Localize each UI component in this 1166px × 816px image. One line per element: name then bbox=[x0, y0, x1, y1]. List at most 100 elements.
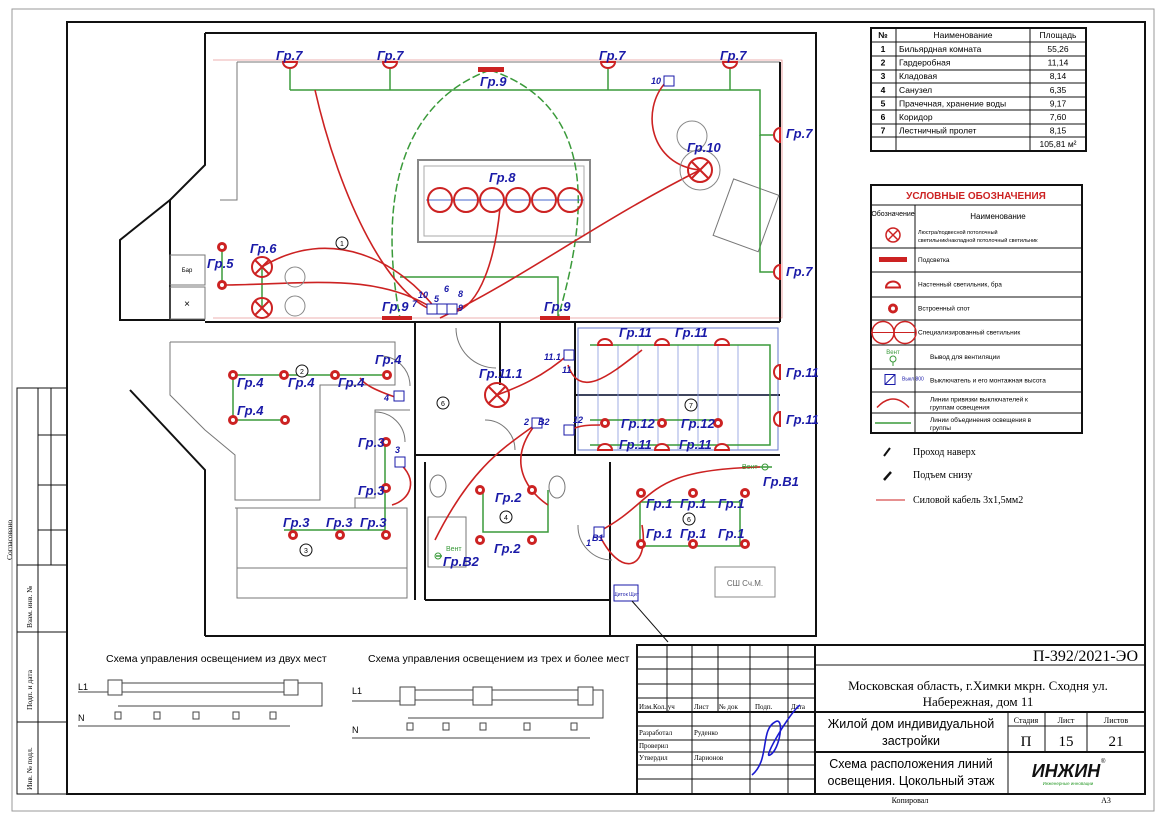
svg-text:3: 3 bbox=[304, 548, 308, 555]
legend-label: группам освещения bbox=[930, 405, 990, 412]
object-name: Жилой дом индивидуальной bbox=[828, 717, 994, 731]
signature bbox=[751, 704, 801, 776]
legend-label: Вывод для вентиляции bbox=[930, 354, 1000, 361]
switch-numbers: 10 10 7 5 6 8 9 11.1 11 4 3 2 В2 12 В1 1 bbox=[383, 76, 661, 548]
billiard-luminaires bbox=[426, 187, 584, 213]
legend-col-name: Наименование bbox=[970, 212, 1026, 221]
svg-text:№ док: № док bbox=[719, 703, 738, 711]
svg-text:12: 12 bbox=[573, 415, 583, 425]
svg-text:Гр.7: Гр.7 bbox=[276, 48, 303, 63]
svg-text:®: ® bbox=[1101, 758, 1106, 765]
doc-code: П-392/2021-ЭО bbox=[1033, 648, 1138, 665]
svg-text:N: N bbox=[352, 725, 359, 735]
svg-text:6: 6 bbox=[441, 401, 445, 408]
panel-label: Щиток Щит bbox=[613, 592, 640, 598]
svg-text:В2: В2 bbox=[538, 417, 550, 427]
boiler-label: СШ Сч.М. bbox=[727, 579, 763, 588]
legend: УСЛОВНЫЕ ОБОЗНАЧЕНИЯ Обозначение Наимено… bbox=[870, 184, 1083, 434]
sheets-value: 21 bbox=[1109, 734, 1124, 750]
svg-text:Гр.3: Гр.3 bbox=[360, 515, 387, 530]
area-no: 5 bbox=[881, 98, 886, 108]
svg-text:N: N bbox=[78, 713, 85, 723]
area-name: Санузел bbox=[899, 85, 932, 95]
rise-from-below-icon bbox=[883, 471, 892, 481]
svg-text:Гр.3: Гр.3 bbox=[283, 515, 310, 530]
legend-label: Линии привязки выключателей к bbox=[930, 396, 1028, 404]
svg-text:Гр.8: Гр.8 bbox=[489, 170, 516, 185]
ceiling-chandelier-icon bbox=[885, 227, 901, 243]
scheme-three-places: Схема управления освещением из трех и бо… bbox=[352, 653, 630, 739]
billiard-table bbox=[417, 159, 591, 243]
group-labels: Гр.7 Гр.7 Гр.7 Гр.7 Гр.7 Гр.7 Гр.9 Гр.8 … bbox=[207, 48, 819, 569]
svg-text:2: 2 bbox=[523, 417, 529, 427]
svg-text:Гр.11: Гр.11 bbox=[619, 437, 652, 452]
svg-text:Гр.1: Гр.1 bbox=[680, 496, 706, 511]
svg-text:1: 1 bbox=[340, 241, 344, 248]
svg-text:Гр.7: Гр.7 bbox=[786, 126, 813, 141]
toilet bbox=[429, 474, 447, 498]
svg-text:4: 4 bbox=[504, 515, 508, 522]
switch-link-arc-icon bbox=[876, 398, 910, 409]
group-lines bbox=[221, 62, 776, 557]
extra-legend-label: Силовой кабель 3х1,5мм2 bbox=[913, 495, 1023, 506]
svg-text:3: 3 bbox=[395, 445, 400, 455]
object-name: застройки bbox=[882, 734, 940, 748]
legend-title: УСЛОВНЫЕ ОБОЗНАЧЕНИЯ bbox=[906, 191, 1046, 202]
special-luminaire-icon bbox=[871, 320, 917, 345]
svg-text:6: 6 bbox=[444, 284, 450, 294]
vent-outlet-icon bbox=[434, 552, 442, 560]
pass-up-icon bbox=[883, 447, 891, 457]
svg-text:7: 7 bbox=[412, 299, 418, 309]
legend-label: Линии объединения освещения в bbox=[930, 416, 1032, 424]
area-no: 3 bbox=[881, 71, 886, 81]
svg-text:В1: В1 bbox=[592, 533, 604, 543]
svg-text:9: 9 bbox=[458, 303, 463, 313]
svg-text:Гр.1: Гр.1 bbox=[718, 496, 744, 511]
area-name: Гардеробная bbox=[899, 58, 951, 68]
svg-text:Гр.4: Гр.4 bbox=[237, 403, 264, 418]
svg-text:Гр.1: Гр.1 bbox=[718, 526, 744, 541]
svg-text:Вент: Вент bbox=[886, 350, 900, 356]
legend-label: светильник/накладной потолочный светильн… bbox=[918, 237, 1038, 244]
svg-text:Гр.12: Гр.12 bbox=[621, 416, 655, 431]
svg-text:Гр.11: Гр.11 bbox=[619, 325, 652, 340]
svg-text:Гр.3: Гр.3 bbox=[326, 515, 353, 530]
area-name: Кладовая bbox=[899, 71, 937, 81]
svg-text:Руденко: Руденко bbox=[694, 729, 718, 737]
areas-total: 105,81 м² bbox=[1039, 139, 1076, 149]
vent-outlet-icon bbox=[761, 463, 769, 471]
sheet-value: 15 bbox=[1059, 734, 1074, 750]
svg-text:Гр.3: Гр.3 bbox=[358, 483, 385, 498]
title-block: Изм. Кол. уч Лист № док Подп. Дата Разра… bbox=[636, 644, 1146, 805]
area-value: 55,26 bbox=[1047, 44, 1069, 54]
svg-text:Стадия: Стадия bbox=[1014, 716, 1039, 725]
svg-text:L1: L1 bbox=[352, 686, 362, 696]
svg-text:Согласовано: Согласовано bbox=[5, 520, 14, 560]
svg-text:Гр.4: Гр.4 bbox=[288, 375, 315, 390]
recessed-spot-icon bbox=[888, 303, 898, 314]
svg-text:Гр.2: Гр.2 bbox=[494, 541, 521, 556]
outer-frame bbox=[11, 8, 1155, 812]
switches bbox=[393, 75, 675, 538]
svg-text:1: 1 bbox=[586, 538, 591, 548]
company-logo: ИНЖИН bbox=[1032, 761, 1102, 781]
legend-label: Настенный светильник, бра bbox=[918, 281, 1002, 289]
svg-text:11: 11 bbox=[562, 365, 571, 375]
area-no: 7 bbox=[881, 126, 886, 136]
svg-text:Гр.1: Гр.1 bbox=[646, 496, 672, 511]
area-value: 6,35 bbox=[1050, 85, 1067, 95]
svg-text:Гр.6: Гр.6 bbox=[250, 241, 277, 256]
svg-text:Гр.9: Гр.9 bbox=[480, 74, 507, 89]
vent-label: Вент bbox=[742, 464, 758, 471]
svg-text:4: 4 bbox=[383, 393, 389, 403]
svg-text:Гр.10: Гр.10 bbox=[687, 140, 721, 155]
svg-text:10: 10 bbox=[651, 76, 661, 86]
svg-text:Лист: Лист bbox=[694, 703, 709, 711]
recessed-spots bbox=[217, 242, 750, 549]
sink bbox=[548, 475, 566, 499]
